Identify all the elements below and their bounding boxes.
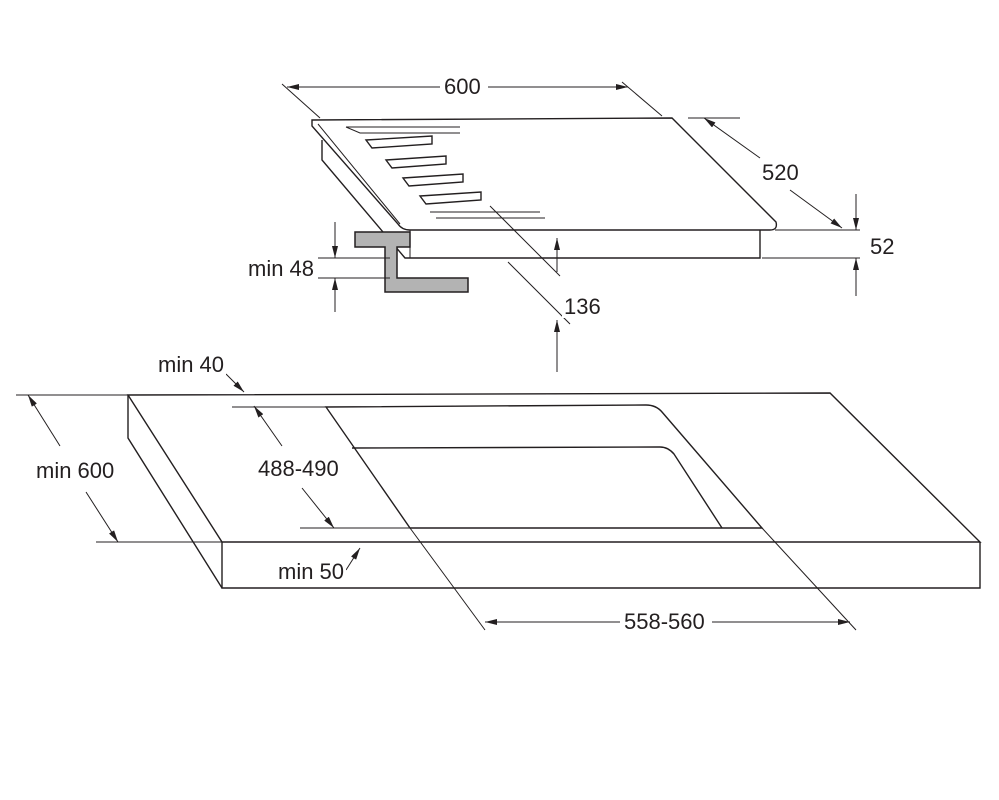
dim-bracket-min	[318, 222, 390, 312]
label-cutout-width: 558-560	[622, 609, 707, 634]
label-bracket-min: min 48	[246, 256, 317, 281]
dim-rear-clearance	[225, 373, 326, 408]
label-front-clearance: min 50	[276, 559, 347, 584]
dim-hob-width	[281, 81, 663, 119]
worktop-cutout	[324, 404, 764, 529]
worktop	[126, 392, 982, 589]
dim-cutout-width	[409, 527, 857, 631]
dim-hob-depth	[688, 117, 860, 231]
dim-worktop-depth	[16, 394, 222, 543]
hob-inner-edge	[317, 123, 401, 225]
label-hob-width: 600	[442, 74, 483, 99]
hob-unit	[311, 117, 778, 259]
hob-body	[321, 140, 761, 259]
label-bracket-offset: 136	[562, 294, 603, 319]
dim-cutout-depth	[253, 405, 410, 529]
hob-controls	[345, 126, 545, 219]
label-hob-height: 52	[868, 234, 897, 259]
dim-hob-height	[762, 194, 860, 296]
worktop-front-face	[221, 542, 981, 589]
dim-front-clearance	[345, 547, 361, 571]
label-rear-clearance: min 40	[156, 352, 227, 377]
label-hob-depth: 520	[760, 160, 801, 185]
dim-bracket-offset	[489, 205, 571, 372]
label-cutout-depth: 488-490	[256, 456, 341, 481]
worktop-cutout-inner	[351, 446, 723, 529]
mounting-bracket	[354, 231, 469, 293]
hob-glass-top	[311, 117, 778, 231]
worktop-side-face	[127, 395, 223, 589]
label-worktop-depth: min 600	[34, 458, 117, 483]
